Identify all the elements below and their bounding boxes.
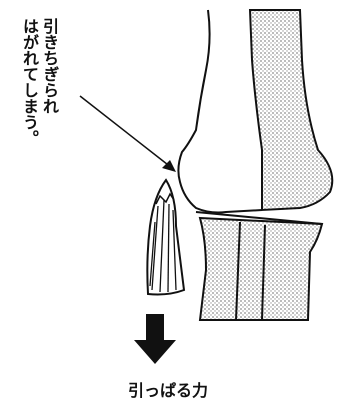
annotation-pointer <box>80 96 172 168</box>
upper-bone-shaded <box>250 10 332 210</box>
lower-bone <box>200 218 322 320</box>
pull-force-caption: 引っぱる力 <box>108 377 228 401</box>
annotation-line-2: はがれてしまう。 <box>20 18 38 146</box>
upper-bone-outline <box>178 10 262 213</box>
arrow-down-icon <box>134 314 176 364</box>
annotation-line-1: 引きちぎられ <box>40 18 58 114</box>
